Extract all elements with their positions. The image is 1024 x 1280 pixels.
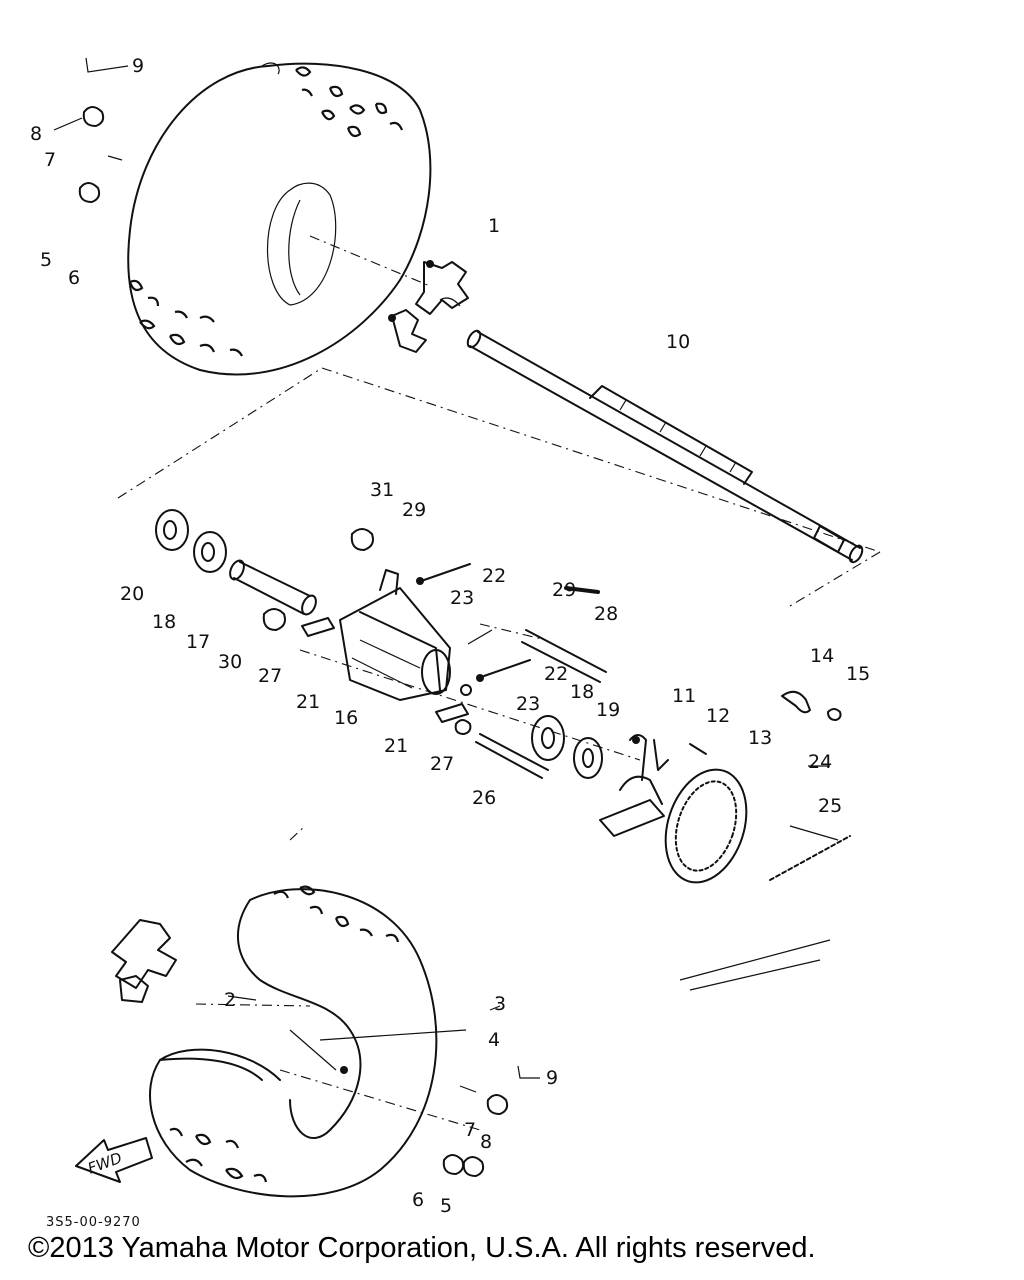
part-label-4: 4 bbox=[488, 1029, 500, 1051]
part-label-15: 15 bbox=[846, 663, 870, 685]
part-label-17: 17 bbox=[186, 631, 210, 653]
part-label-11: 11 bbox=[672, 685, 696, 707]
part-label-18b: 18 bbox=[570, 681, 594, 703]
part-label-19: 19 bbox=[596, 699, 620, 721]
part-label-27a: 27 bbox=[258, 665, 282, 687]
upper-hub-components bbox=[388, 260, 469, 353]
part-label-13: 13 bbox=[748, 727, 772, 749]
part-label-6a: 6 bbox=[68, 267, 80, 289]
chain-adjuster bbox=[781, 690, 842, 767]
sprocket-hub bbox=[599, 734, 707, 837]
part-label-21b: 21 bbox=[384, 735, 408, 757]
part-label-26: 26 bbox=[472, 787, 496, 809]
part-label-14: 14 bbox=[810, 645, 834, 667]
part-label-29b: 29 bbox=[552, 579, 576, 601]
part-label-30: 30 bbox=[218, 651, 242, 673]
part-label-2: 2 bbox=[224, 989, 236, 1011]
part-number-labels: 1 2 3 4 5 5 6 6 7 7 8 8 9 9 10 11 12 13 … bbox=[30, 55, 870, 1217]
part-label-9b: 9 bbox=[546, 1067, 558, 1089]
lower-wheel-tire bbox=[149, 885, 438, 1198]
part-label-22b: 22 bbox=[544, 663, 568, 685]
lower-axle-nuts bbox=[442, 1065, 540, 1177]
part-label-28: 28 bbox=[594, 603, 618, 625]
part-label-9a: 9 bbox=[132, 55, 144, 77]
lower-tire-tread bbox=[169, 885, 400, 1183]
assembly-centerlines bbox=[117, 235, 881, 1131]
part-label-8a: 8 bbox=[30, 123, 42, 145]
part-label-7a: 7 bbox=[44, 149, 56, 171]
bearing-housing-assembly bbox=[155, 509, 607, 779]
part-label-22a: 22 bbox=[482, 565, 506, 587]
part-label-31: 31 bbox=[370, 479, 394, 501]
drive-chain bbox=[679, 825, 851, 991]
rear-axle bbox=[466, 329, 864, 564]
upper-wheel-tire bbox=[127, 62, 432, 376]
part-label-6b: 6 bbox=[412, 1189, 424, 1211]
copyright-notice: ©2013 Yamaha Motor Corporation, U.S.A. A… bbox=[28, 1232, 816, 1264]
rear-sprocket bbox=[664, 768, 748, 884]
part-label-23a: 23 bbox=[450, 587, 474, 609]
part-label-23b: 23 bbox=[516, 693, 540, 715]
part-label-10: 10 bbox=[666, 331, 690, 353]
part-label-21a: 21 bbox=[296, 691, 320, 713]
drawing-code: 3S5-00-9270 bbox=[46, 1215, 141, 1230]
part-label-24: 24 bbox=[808, 751, 832, 773]
part-label-5a: 5 bbox=[40, 249, 52, 271]
part-label-18a: 18 bbox=[152, 611, 176, 633]
exploded-parts-diagram: FWD 1 2 3 4 5 5 6 6 7 7 8 8 9 9 10 11 12… bbox=[30, 55, 881, 1230]
upper-tire-tread bbox=[128, 66, 404, 357]
leader-lines bbox=[107, 155, 501, 1093]
part-label-12: 12 bbox=[706, 705, 730, 727]
arrow-fwd-icon: FWD bbox=[75, 1137, 153, 1183]
part-label-25: 25 bbox=[818, 795, 842, 817]
lower-hub-components bbox=[111, 919, 348, 1074]
part-label-7b: 7 bbox=[464, 1119, 476, 1141]
part-label-5b: 5 bbox=[440, 1195, 452, 1217]
part-label-27b: 27 bbox=[430, 753, 454, 775]
part-label-3: 3 bbox=[494, 993, 506, 1015]
part-label-1: 1 bbox=[488, 215, 500, 237]
part-label-29a: 29 bbox=[402, 499, 426, 521]
part-label-16: 16 bbox=[334, 707, 358, 729]
part-label-8b: 8 bbox=[480, 1131, 492, 1153]
upper-axle-nuts bbox=[53, 57, 129, 203]
part-label-20: 20 bbox=[120, 583, 144, 605]
